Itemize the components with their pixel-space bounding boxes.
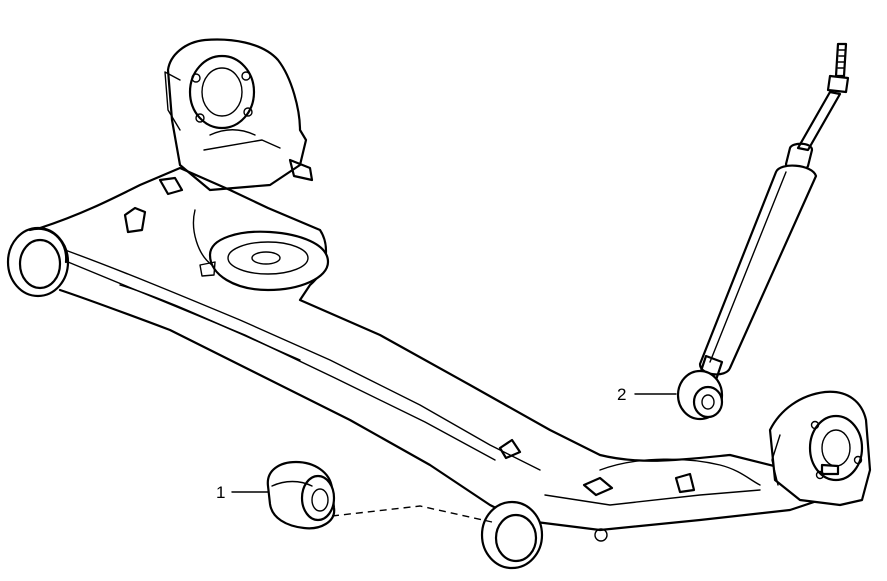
left-bushing-eye <box>6 226 70 298</box>
right-bushing-eye <box>480 500 544 570</box>
callout-2-label: 2 <box>617 385 626 404</box>
shock-absorber <box>676 42 850 421</box>
left-spring-seat <box>192 209 330 292</box>
callout-1-label: 1 <box>216 483 225 502</box>
axle-beam <box>38 166 822 542</box>
installation-dashed-line <box>331 505 493 523</box>
axle-bushing <box>266 460 336 530</box>
right-axle-bracket <box>768 390 872 507</box>
left-axle-bracket <box>164 38 314 192</box>
